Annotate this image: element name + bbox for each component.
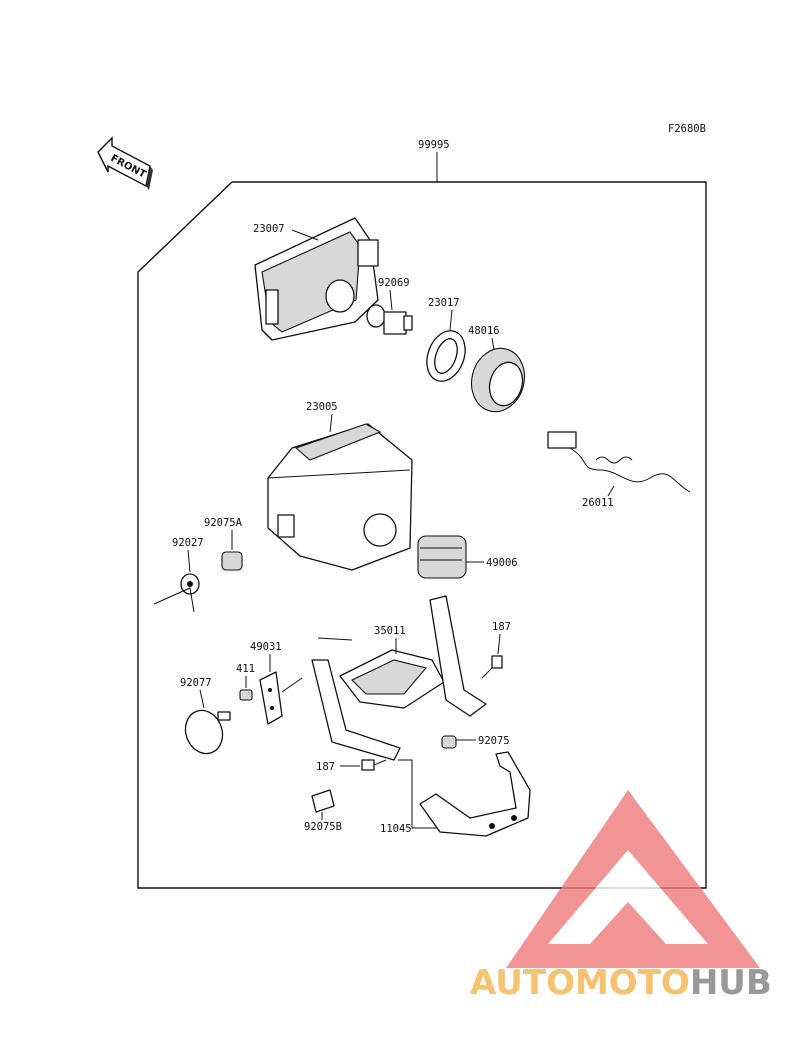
- label-23005: 23005: [306, 401, 338, 413]
- label-23017: 23017: [428, 297, 460, 309]
- label-92075A: 92075A: [204, 517, 243, 529]
- label-26011: 26011: [582, 497, 614, 509]
- grommet-92075: [441, 735, 457, 749]
- washer-92027: [153, 573, 200, 613]
- label-49031: 49031: [250, 641, 282, 653]
- label-11045: 11045: [380, 823, 412, 835]
- label-92077: 92077: [180, 677, 212, 689]
- label-411: 411: [236, 663, 255, 675]
- headlight-case-23005: [267, 423, 413, 571]
- label-92027: 92027: [172, 537, 204, 549]
- label-187-lower: 187: [316, 761, 335, 773]
- bulb-92069: [366, 304, 413, 335]
- plate-49031: [259, 671, 283, 725]
- grommet-92075A: [221, 551, 243, 571]
- wire-harness-26011: [547, 431, 691, 493]
- label-49006: 49006: [486, 557, 518, 569]
- bolt-187-lower: [361, 759, 387, 771]
- bracket-11045: [419, 751, 531, 837]
- knob-92077: [184, 709, 231, 755]
- label-35011: 35011: [374, 625, 406, 637]
- boot-48016: [471, 347, 525, 413]
- label-48016: 48016: [468, 325, 500, 337]
- label-92075B: 92075B: [304, 821, 342, 833]
- watermark-text: AUTOMOTOHUB: [470, 963, 772, 1003]
- label-92069: 92069: [378, 277, 410, 289]
- ring-23017: [426, 330, 466, 382]
- label-23007: 23007: [253, 223, 285, 235]
- headlight-housing-23007: [254, 217, 379, 341]
- watermark-text-part1: AUTOMOTO: [470, 963, 690, 1003]
- label-187-upper: 187: [492, 621, 511, 633]
- bracket-35011: [311, 595, 487, 761]
- label-92075: 92075: [478, 735, 510, 747]
- nut-411: [239, 689, 253, 701]
- front-arrow-icon: FRONT: [97, 136, 153, 190]
- clip-92075B: [311, 789, 335, 813]
- figure-code: F2680B: [668, 123, 706, 135]
- bolt-187-upper: [481, 655, 503, 679]
- watermark-text-part2: HUB: [690, 963, 772, 1003]
- assembly-frame: [137, 181, 707, 889]
- cap-49006: [417, 535, 467, 579]
- automotohub-watermark: AUTOMOTOHUB: [470, 790, 772, 1003]
- assembly-number: 99995: [418, 139, 450, 151]
